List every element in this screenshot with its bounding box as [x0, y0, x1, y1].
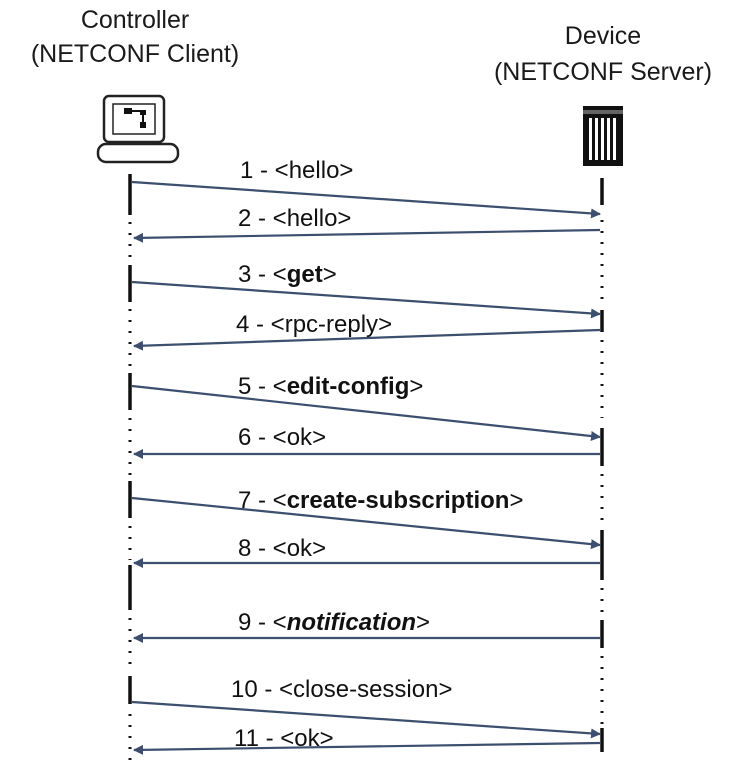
- message-2-pre: 2 - <: [238, 205, 287, 232]
- message-label-9: 9 - <notification>: [238, 609, 430, 637]
- message-8-pre: 8 - <: [238, 535, 287, 562]
- arrow-10: [131, 700, 601, 739]
- arrow-2: [133, 228, 601, 243]
- message-9-pre: 9 - <: [238, 609, 287, 636]
- arrow-1: [131, 180, 601, 219]
- message-3-name: get: [286, 261, 323, 288]
- message-6-pre: 6 - <: [238, 424, 287, 451]
- message-1-name: hello: [288, 157, 340, 184]
- message-label-6: 6 - <ok>: [238, 424, 326, 452]
- device-subtitle: (NETCONF Server): [493, 58, 713, 86]
- message-1-post: >: [339, 157, 354, 184]
- message-label-3: 3 - <get>: [238, 261, 337, 289]
- arrow-7: [131, 496, 601, 550]
- message-label-4: 4 - <rpc-reply>: [236, 311, 392, 339]
- message-3-post: >: [322, 261, 337, 288]
- message-10-post: >: [438, 676, 453, 703]
- message-6-post: >: [312, 424, 327, 451]
- server-icon: [583, 106, 623, 166]
- message-arrows: [131, 180, 601, 755]
- message-10-pre: 10 - <: [231, 676, 294, 703]
- computer-icon: [96, 94, 180, 164]
- message-2-post: >: [337, 205, 352, 232]
- message-label-10: 10 - <close-session>: [231, 676, 452, 704]
- message-label-5: 5 - <edit-config>: [238, 373, 423, 401]
- message-label-7: 7 - <create-subscription>: [238, 487, 523, 515]
- message-10-name: close-session: [293, 676, 439, 703]
- message-11-pre: 11 - <: [234, 725, 295, 752]
- arrow-5: [131, 384, 601, 441]
- controller-title: Controller: [80, 6, 190, 34]
- controller-subtitle: (NETCONF Client): [30, 40, 240, 68]
- message-9-post: >: [416, 609, 431, 636]
- message-4-pre: 4 - <: [236, 311, 285, 338]
- message-4-name: rpc-reply: [284, 311, 379, 338]
- arrow-3: [131, 280, 601, 319]
- message-label-8: 8 - <ok>: [238, 535, 326, 563]
- message-5-pre: 5 - <: [238, 373, 287, 400]
- message-7-post: >: [509, 487, 524, 514]
- message-9-name: notification: [286, 609, 417, 636]
- message-3-pre: 3 - <: [238, 261, 287, 288]
- message-2-name: hello: [286, 205, 338, 232]
- message-11-name: ok: [294, 725, 320, 752]
- message-6-name: ok: [286, 424, 313, 451]
- message-5-name: edit-config: [286, 373, 410, 400]
- message-7-name: create-subscription: [286, 487, 510, 514]
- message-label-1: 1 - <hello>: [240, 157, 353, 185]
- device-title: Device: [564, 22, 642, 50]
- arrow-11: [133, 741, 601, 755]
- arrow-4: [133, 328, 601, 351]
- message-11-post: >: [319, 725, 334, 752]
- message-8-name: ok: [286, 535, 313, 562]
- message-8-post: >: [312, 535, 327, 562]
- message-1-pre: 1 - <: [240, 157, 289, 184]
- message-label-11: 11 - <ok>: [234, 725, 334, 753]
- message-5-post: >: [409, 373, 424, 400]
- message-7-pre: 7 - <: [238, 487, 287, 514]
- message-4-post: >: [378, 311, 393, 338]
- message-label-2: 2 - <hello>: [238, 205, 351, 233]
